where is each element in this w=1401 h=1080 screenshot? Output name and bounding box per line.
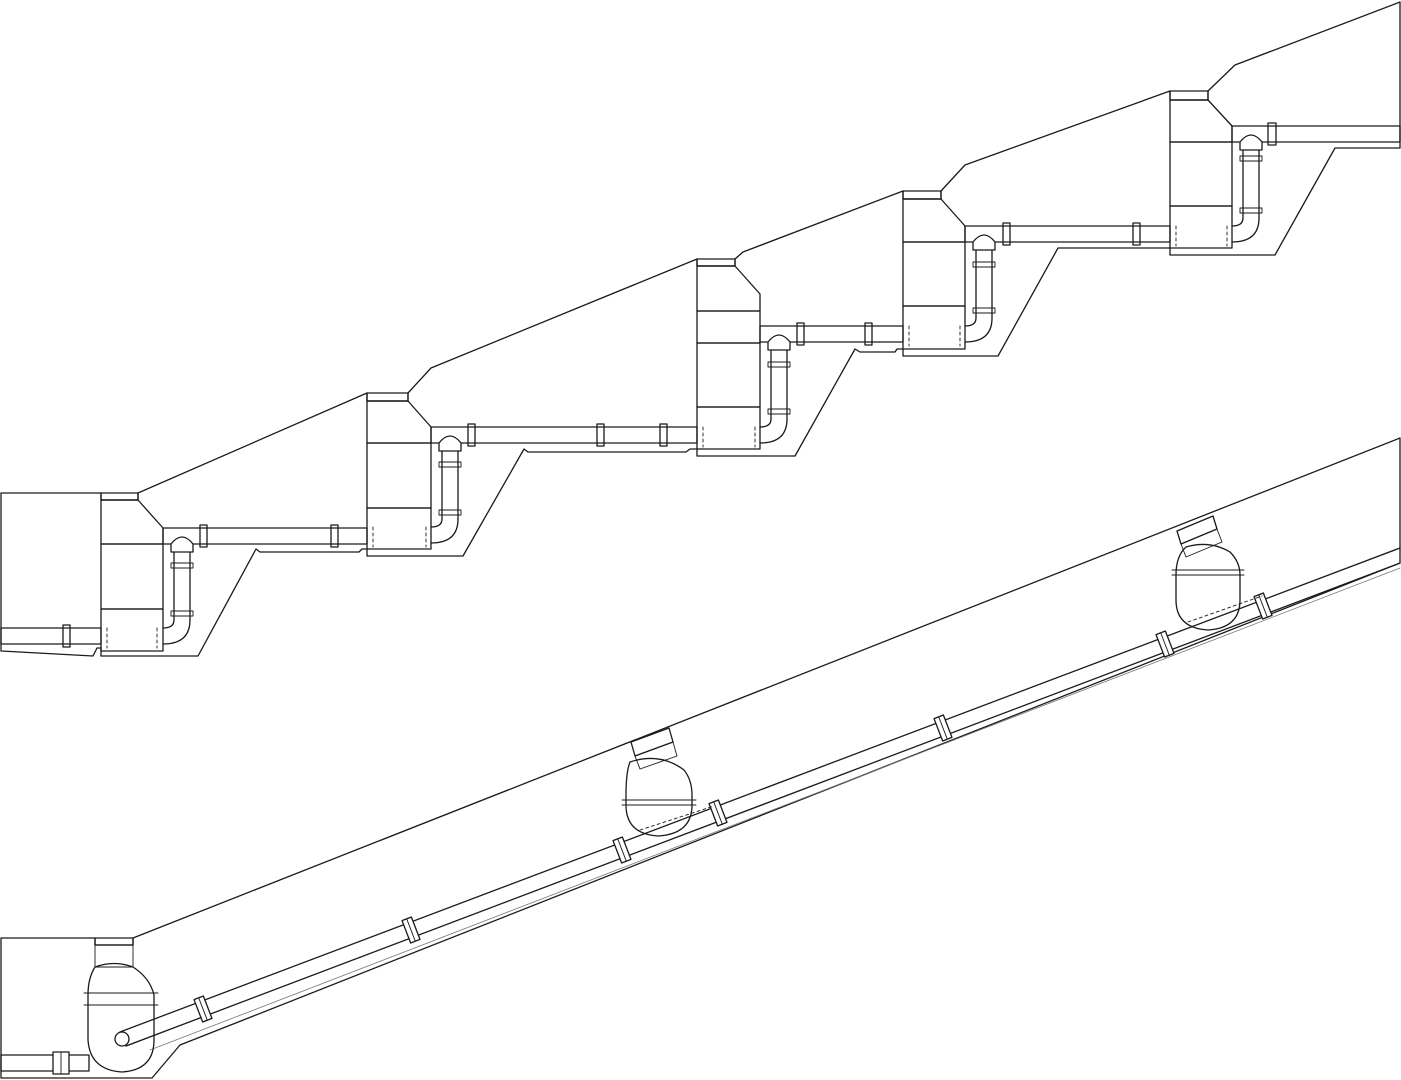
chamber-ring [100, 543, 164, 610]
pipe-coupling [933, 714, 953, 742]
pipe-coupling [596, 423, 605, 447]
drop-pipe [173, 549, 191, 621]
top-stepped-system [0, 1, 1401, 657]
round-chamber-1 [83, 937, 159, 1073]
chamber-3 [696, 251, 791, 450]
pipe-coupling [401, 916, 421, 944]
chamber-base [1169, 205, 1233, 249]
connecting-pipe [162, 527, 368, 545]
chamber-cone [902, 198, 966, 243]
pipe-coupling [612, 836, 632, 864]
chamber-base [366, 507, 432, 550]
chamber-ring [902, 241, 966, 307]
chamber-1 [100, 492, 194, 652]
outlet-pipe [0, 627, 102, 645]
round-chamber-2 [621, 727, 715, 837]
chamber-cover [1169, 90, 1209, 101]
connecting-pipe [430, 426, 698, 444]
drop-pipe [441, 448, 459, 520]
chamber-cover [100, 492, 139, 501]
pipe-coupling [199, 524, 208, 548]
chamber-cover [902, 190, 942, 200]
pipe-coupling [796, 322, 805, 346]
drop-pipe [1242, 147, 1260, 219]
chamber-cover [696, 258, 736, 267]
pipe-coupling [52, 1051, 70, 1075]
chamber-cover [1176, 515, 1218, 545]
round-chamber-3 [1171, 515, 1263, 631]
chamber-body [625, 757, 693, 837]
pipe-coupling [467, 423, 476, 447]
chamber-cover [94, 937, 134, 946]
chamber-cover [366, 392, 409, 402]
bottom-trench-outline [0, 437, 1401, 1079]
pipe-coupling [1002, 222, 1011, 246]
chamber-base [100, 608, 164, 652]
pipe-coupling [708, 799, 728, 827]
pipe-coupling [1132, 222, 1141, 246]
pipe-coupling [330, 524, 339, 548]
chamber-cone [696, 265, 761, 312]
pipe-coupling [1253, 592, 1273, 620]
chamber-cone [366, 400, 432, 444]
chamber-body [1175, 543, 1241, 631]
chamber-cone [100, 499, 164, 545]
chamber-base [696, 406, 761, 450]
pipe-coupling [659, 423, 668, 447]
drop-pipe [770, 347, 788, 420]
chamber-5 [1169, 90, 1263, 249]
pipe-coupling [864, 322, 873, 346]
chamber-body [87, 962, 155, 1073]
chamber-2 [366, 392, 462, 550]
top-trench-outline [0, 1, 1401, 657]
bottom-sloped-system [0, 437, 1401, 1079]
chamber-ring [696, 310, 761, 344]
chamber-4 [902, 190, 996, 350]
pipe-coupling [1267, 122, 1277, 146]
connecting-pipe [964, 225, 1171, 243]
pipe-coupling [62, 624, 71, 648]
pipe-coupling [1155, 630, 1175, 658]
pipe-coupling [193, 995, 213, 1023]
sloped-pipe-couplings [193, 592, 1273, 1023]
chamber-ring [696, 342, 761, 408]
chamber-base [902, 305, 966, 350]
chamber-ring [1169, 141, 1233, 207]
drop-pipe [975, 247, 993, 319]
chamber-cover [630, 727, 674, 757]
sloped-main-pipe [114, 547, 1401, 1051]
chamber-cone [1169, 99, 1233, 143]
outlet-pipe [0, 1054, 90, 1072]
chamber-ring [366, 442, 432, 509]
